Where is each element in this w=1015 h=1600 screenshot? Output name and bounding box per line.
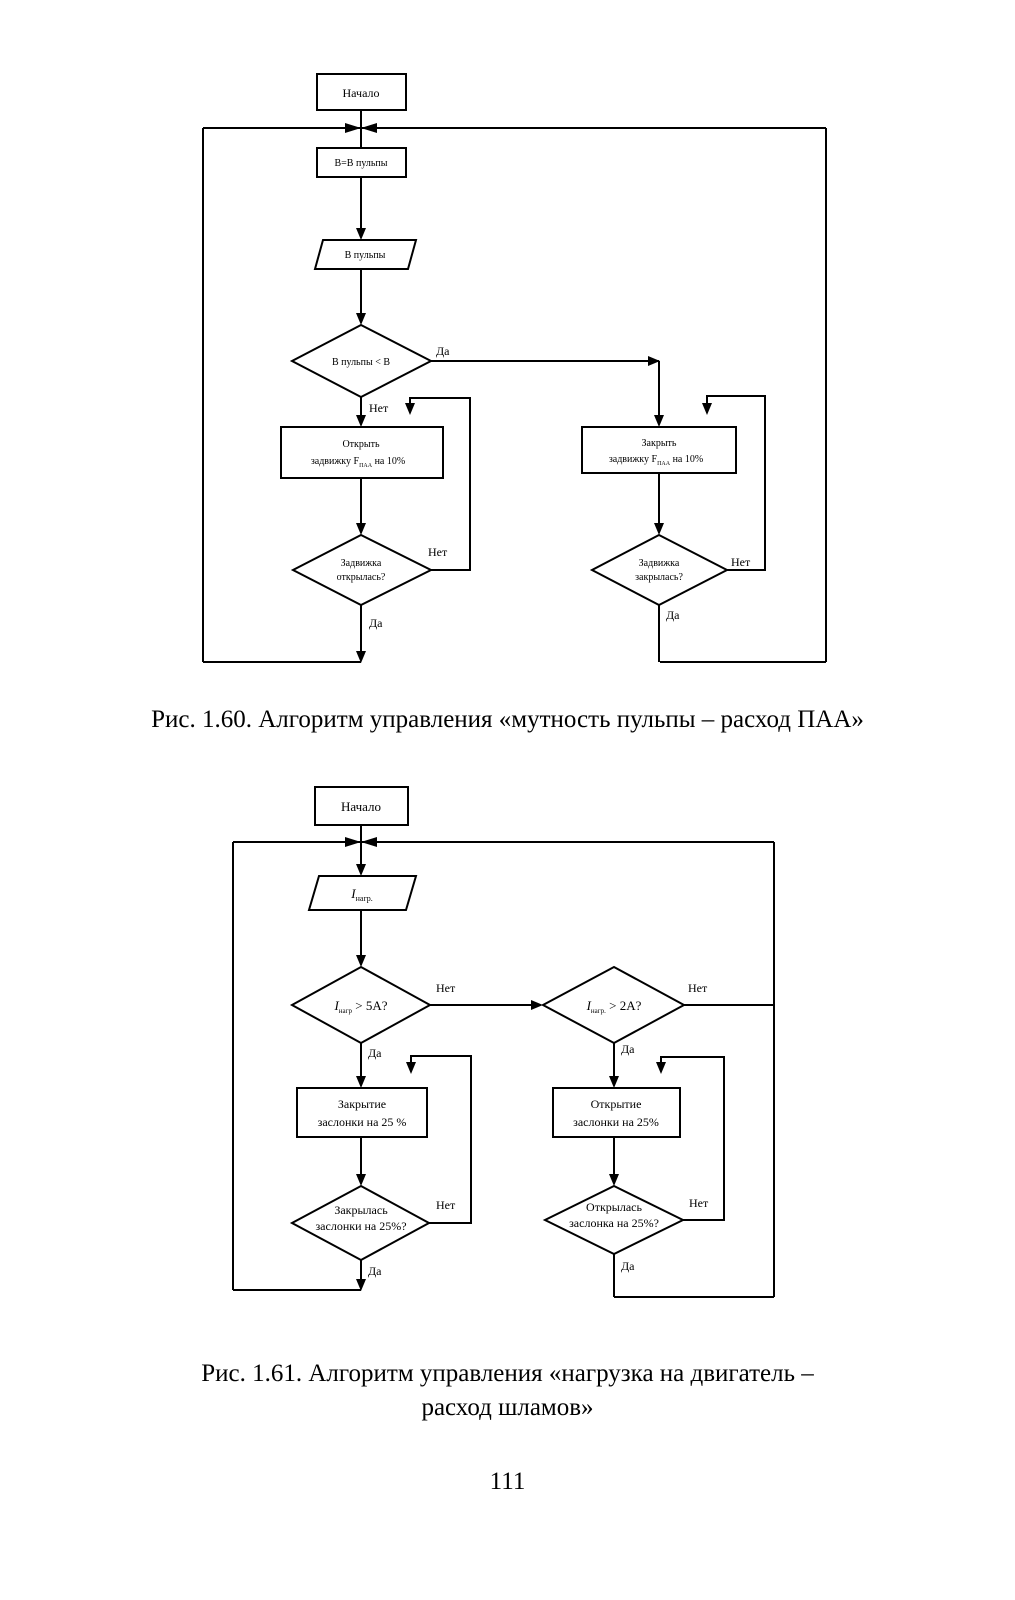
close-valve-block (581, 426, 737, 474)
closed-q2-2: заслонки на 25%? (315, 1219, 406, 1233)
open-valve-line2: задвижку FПАА на 10% (311, 456, 405, 469)
cond-yes-label: Да (436, 344, 450, 358)
input-label: В пульпы (345, 250, 386, 261)
start-label: Начало (343, 86, 380, 100)
closed-no-label: Нет (731, 555, 751, 569)
flowchart-fig-1-60: Начало В=В пульпы В пульпы В пульпы < В … (202, 73, 827, 663)
close-valve-line2: задвижку FПАА на 10% (609, 454, 703, 467)
cond1-no-label: Нет (436, 981, 456, 995)
flowchart-fig-1-61: Начало Iнагр. Iнагр > 5А? Нет Iнагр. > 2… (232, 786, 775, 1298)
cond-label: В пульпы < В (332, 357, 390, 368)
assign-label: В=В пульпы (334, 158, 387, 169)
close-valve-line1: Закрыть (642, 438, 677, 449)
input-block (313, 239, 418, 270)
cond2-yes-label: Да (621, 1042, 635, 1056)
opened-q1: Задвижка (341, 558, 382, 569)
opened-check-block (290, 533, 434, 607)
opened-no-label-2: Нет (689, 1196, 709, 1210)
open-valve-line1: Открыть (342, 439, 380, 450)
figure-1-60-caption: Рис. 1.60. Алгоритм управления «мутность… (151, 706, 864, 733)
cond1-label: Iнагр > 5А? (333, 998, 387, 1015)
open-damper-line2: заслонки на 25% (573, 1115, 659, 1129)
page-number: 111 (489, 1468, 526, 1495)
closed-check-block (589, 533, 730, 607)
open-damper-line1: Открытие (591, 1097, 642, 1111)
cond2-no-label: Нет (688, 981, 708, 995)
opened-yes-label: Да (369, 616, 383, 630)
input-block-2 (307, 875, 418, 911)
start-label-2: Начало (341, 799, 381, 814)
closed-yes-label-2: Да (368, 1264, 382, 1278)
opened-q2: открылась? (337, 572, 386, 583)
opened-q2-2: заслонка на 25%? (569, 1216, 659, 1230)
closed-no-label-2: Нет (436, 1198, 456, 1212)
opened-no-label: Нет (428, 545, 448, 559)
open-damper-block (552, 1087, 681, 1138)
closed-q1: Задвижка (639, 558, 680, 569)
cond2-label: Iнагр. > 2А? (586, 998, 642, 1015)
cond1-yes-label: Да (368, 1046, 382, 1060)
close-damper-line1: Закрытие (338, 1097, 386, 1111)
figure-1-61-caption-line1: Рис. 1.61. Алгоритм управления «нагрузка… (201, 1360, 814, 1387)
close-damper-block (296, 1087, 428, 1138)
closed-yes-label: Да (666, 608, 680, 622)
closed-q1-2: Закрылась (334, 1203, 388, 1217)
start-block-2 (314, 786, 409, 826)
cond-no-label: Нет (369, 401, 389, 415)
closed-q2: закрылась? (635, 572, 683, 583)
figure-1-61-caption-line2: расход шламов» (421, 1394, 594, 1421)
opened-yes-label-2: Да (621, 1259, 635, 1273)
input-label-2: Iнагр. (350, 886, 372, 903)
opened-q1-2: Открылась (586, 1200, 642, 1214)
close-damper-line2: заслонки на 25 % (318, 1115, 407, 1129)
open-valve-block (280, 426, 444, 479)
